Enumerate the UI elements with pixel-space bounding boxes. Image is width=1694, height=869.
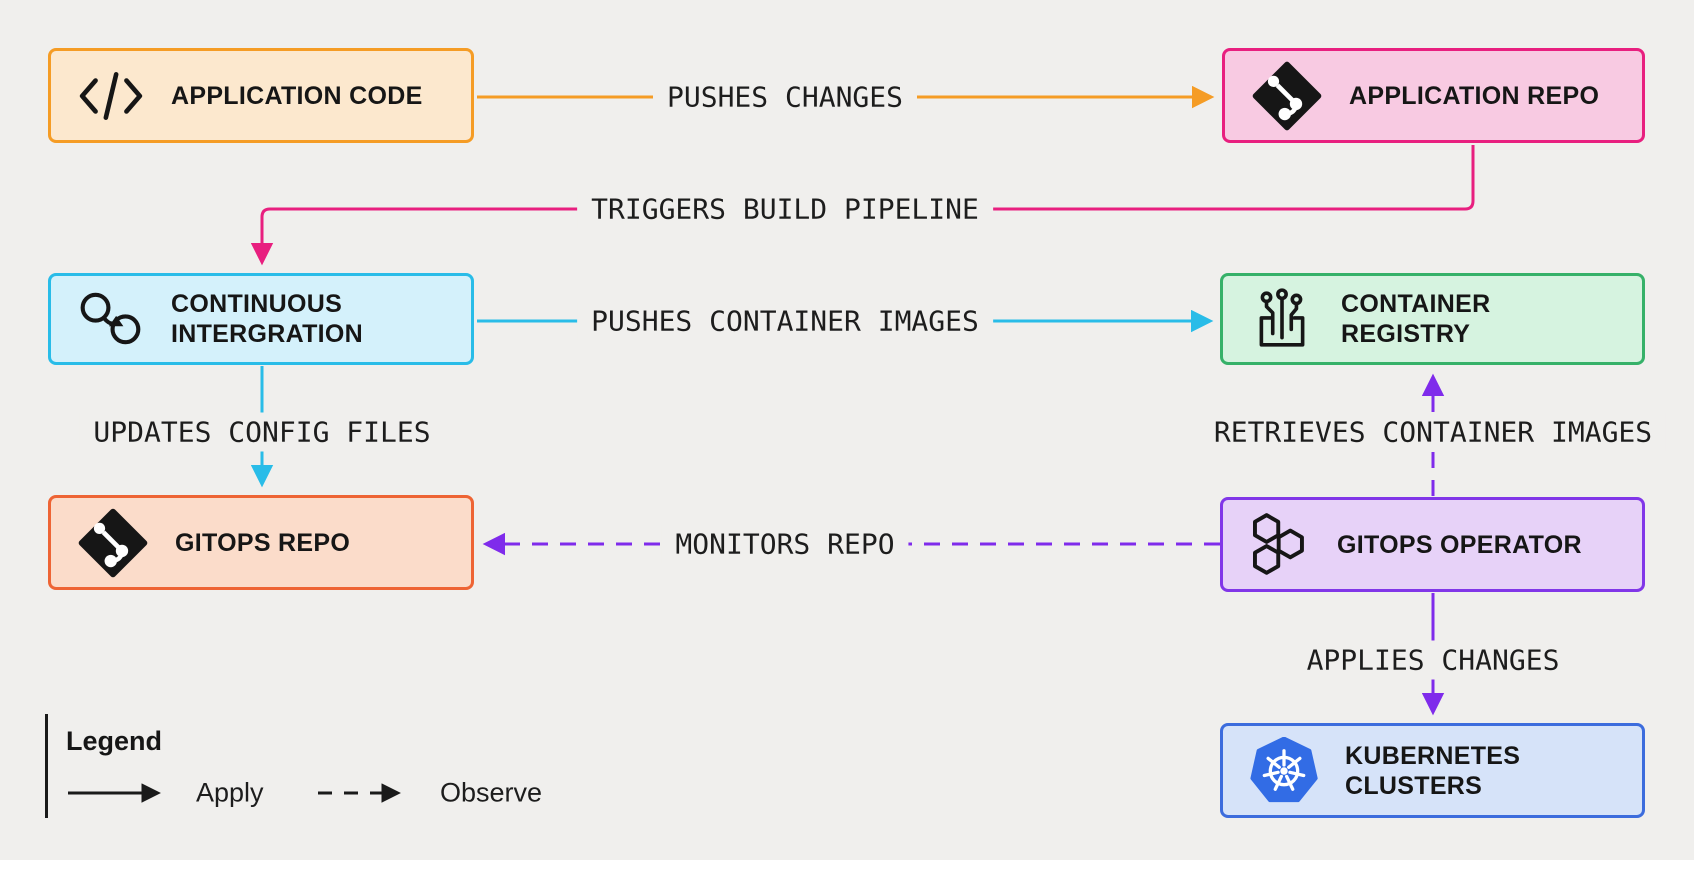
- node-label-application-code: APPLICATION CODE: [171, 81, 423, 110]
- edge-label-updates-config-files: UPDATES CONFIG FILES: [79, 412, 445, 452]
- ci-loop-icon: [77, 291, 145, 347]
- git-icon: [77, 507, 149, 579]
- legend-divider: [45, 714, 48, 818]
- node-label-application-repo: APPLICATION REPO: [1349, 81, 1600, 110]
- node-continuous-integration: CONTINUOUS INTERGRATION: [48, 273, 474, 365]
- hexagons-icon: [1249, 511, 1311, 579]
- legend-observe-label: Observe: [440, 777, 543, 808]
- code-icon: [77, 70, 145, 122]
- legend-apply-label: Apply: [196, 777, 264, 808]
- edge-label-pushes-changes: PUSHES CHANGES: [652, 77, 918, 117]
- bottom-strip: [0, 860, 1694, 869]
- node-label-container-registry: CONTAINER REGISTRY: [1341, 290, 1491, 348]
- edge-label-retrieves-container-images: RETRIEVES CONTAINER IMAGES: [1199, 412, 1667, 452]
- git-icon: [1251, 60, 1323, 132]
- node-gitops-repo: GITOPS REPO: [48, 495, 474, 590]
- node-label-continuous-integration: CONTINUOUS INTERGRATION: [171, 290, 364, 348]
- node-kubernetes-clusters: KUBERNETES CLUSTERS: [1220, 723, 1645, 818]
- node-container-registry: CONTAINER REGISTRY: [1220, 273, 1645, 365]
- edge-label-triggers-build-pipeline: TRIGGERS BUILD PIPELINE: [577, 189, 993, 229]
- edge-label-applies-changes: APPLIES CHANGES: [1292, 640, 1574, 680]
- node-application-repo: APPLICATION REPO: [1222, 48, 1645, 143]
- node-label-gitops-operator: GITOPS OPERATOR: [1337, 530, 1582, 559]
- node-gitops-operator: GITOPS OPERATOR: [1220, 497, 1645, 592]
- node-label-kubernetes-clusters: KUBERNETES CLUSTERS: [1345, 741, 1521, 800]
- node-label-gitops-repo: GITOPS REPO: [175, 528, 351, 557]
- legend-heading: Legend: [66, 726, 163, 756]
- node-application-code: APPLICATION CODE: [48, 48, 474, 143]
- kubernetes-icon: [1249, 736, 1319, 805]
- edge-label-monitors-repo: MONITORS REPO: [661, 524, 909, 564]
- registry-icon: [1249, 286, 1315, 352]
- edge-label-pushes-container-images: PUSHES CONTAINER IMAGES: [577, 301, 993, 341]
